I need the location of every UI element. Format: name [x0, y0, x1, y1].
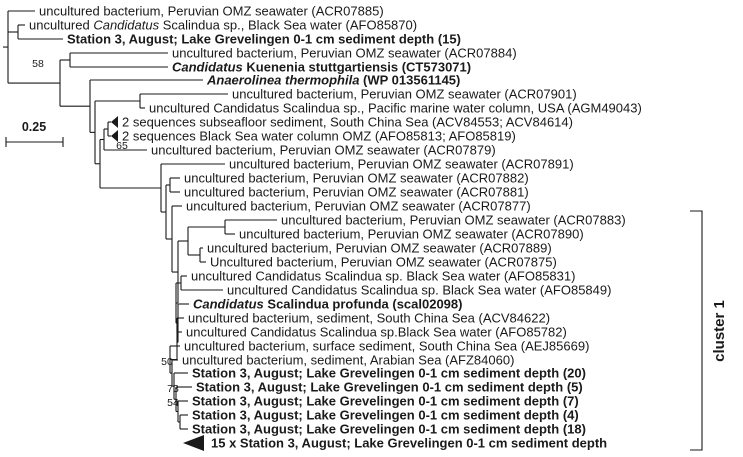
- collapsed-clade-triangle: [183, 435, 204, 451]
- leaf-label: uncultured Candidatus Scalindua sp. Blac…: [227, 283, 611, 298]
- leaf-label-part: Candidatus: [172, 60, 243, 75]
- leaf-label-part: uncultured bacterium, sediment, Arabian …: [182, 353, 514, 368]
- leaf-label: Candidatus Scalindua profunda (scal02098…: [193, 297, 462, 312]
- leaf-label-part: Station 3, August; Lake Grevelingen 0-1 …: [192, 366, 586, 381]
- leaf-label-part: uncultured bacterium, Peruvian OMZ seawa…: [151, 143, 496, 158]
- leaf-label: uncultured bacterium, Peruvian OMZ seawa…: [184, 171, 529, 186]
- leaf-label: uncultured bacterium, Peruvian OMZ seawa…: [229, 157, 574, 172]
- leaf-label: uncultured bacterium, Peruvian OMZ seawa…: [207, 241, 552, 256]
- bootstrap-73: 73: [167, 383, 179, 395]
- bootstrap-65: 65: [116, 140, 128, 152]
- leaf-label-part: Candidatus: [93, 18, 159, 33]
- leaf-label: Station 3, August; Lake Grevelingen 0-1 …: [196, 380, 583, 395]
- leaf-label: 2 sequences Black Sea water column OMZ (…: [122, 129, 516, 144]
- tree-leaf-labels: uncultured bacterium, Peruvian OMZ seawa…: [29, 4, 642, 451]
- leaf-label-part: Anaerolinea thermophila: [206, 73, 359, 88]
- leaf-label-part: uncultured bacterium, Peruvian OMZ seawa…: [184, 185, 529, 200]
- leaf-label-part: uncultured: [29, 18, 93, 33]
- leaf-label-part: Scalindua sp., Black Sea water (AFO85870…: [159, 18, 417, 33]
- leaf-label-part: uncultured bacterium, Peruvian OMZ seawa…: [186, 199, 531, 214]
- leaf-label: Anaerolinea thermophila (WP 013561145): [206, 73, 460, 88]
- leaf-label-part: uncultured bacterium, Peruvian OMZ seawa…: [281, 213, 626, 228]
- collapsed-clade-triangle: [111, 130, 118, 142]
- leaf-label: Candidatus Kuenenia stuttgartiensis (CT5…: [172, 60, 471, 75]
- cluster-label: cluster 1: [711, 300, 728, 362]
- leaf-label: Uncultured bacterium, Peruvian OMZ seawa…: [210, 255, 557, 270]
- leaf-label-part: uncultured bacterium, Peruvian OMZ seawa…: [207, 241, 552, 256]
- leaf-label: uncultured bacterium, Peruvian OMZ seawa…: [172, 46, 517, 61]
- leaf-label: uncultured bacterium, surface sediment, …: [184, 339, 589, 354]
- leaf-label: Station 3, August; Lake Grevelingen 0-1 …: [192, 408, 579, 423]
- leaf-label-part: Scalindua profunda (scal02098): [264, 297, 463, 312]
- leaf-label-part: uncultured bacterium, Peruvian OMZ seawa…: [39, 4, 384, 19]
- leaf-label: uncultured Candidatus Scalindua sp. Blac…: [191, 269, 575, 284]
- leaf-label: 15 x Station 3, August; Lake Grevelingen…: [211, 436, 607, 451]
- leaf-label: uncultured bacterium, Peruvian OMZ seawa…: [184, 185, 529, 200]
- leaf-label-part: uncultured Candidatus Scalindua sp., Pac…: [149, 101, 642, 116]
- leaf-label: uncultured bacterium, Peruvian OMZ seawa…: [281, 213, 626, 228]
- bootstrap-58: 58: [32, 58, 44, 70]
- leaf-label: uncultured Candidatus Scalindua sp., Bla…: [29, 18, 417, 33]
- leaf-label-part: Kuenenia stuttgartiensis (CT573071): [243, 60, 471, 75]
- leaf-label: uncultured bacterium, Peruvian OMZ seawa…: [151, 143, 496, 158]
- leaf-label-part: uncultured bacterium, Peruvian OMZ seawa…: [184, 171, 529, 186]
- leaf-label-part: uncultured bacterium, Peruvian OMZ seawa…: [172, 46, 517, 61]
- leaf-label: uncultured Candidatus Scalindua sp.Black…: [186, 325, 567, 340]
- leaf-label-part: (WP 013561145): [359, 73, 460, 88]
- leaf-label: uncultured bacterium, Peruvian OMZ seawa…: [39, 4, 384, 19]
- leaf-label: uncultured bacterium, Peruvian OMZ seawa…: [239, 227, 584, 242]
- leaf-label-part: Candidatus: [193, 297, 264, 312]
- leaf-label-part: Station 3, August; Lake Grevelingen 0-1 …: [196, 380, 583, 395]
- leaf-label: uncultured Candidatus Scalindua sp., Pac…: [149, 101, 642, 116]
- cluster-bracket: cluster 1: [690, 210, 728, 451]
- leaf-label-part: Uncultured bacterium, Peruvian OMZ seawa…: [210, 255, 557, 270]
- leaf-label-part: 2 sequences subseafloor sediment, South …: [122, 115, 573, 130]
- leaf-label-part: uncultured Candidatus Scalindua sp.Black…: [186, 325, 567, 340]
- leaf-label: uncultured bacterium, Peruvian OMZ seawa…: [232, 87, 577, 102]
- leaf-label: uncultured bacterium, Peruvian OMZ seawa…: [186, 199, 531, 214]
- tree-branches: [3, 10, 277, 430]
- leaf-label-part: 15 x Station 3, August; Lake Grevelingen…: [211, 436, 607, 451]
- leaf-label: 2 sequences subseafloor sediment, South …: [122, 115, 573, 130]
- leaf-label-part: uncultured bacterium, Peruvian OMZ seawa…: [239, 227, 584, 242]
- leaf-label-part: uncultured bacterium, surface sediment, …: [184, 339, 589, 354]
- leaf-label: Station 3, August; Lake Grevelingen 0-1 …: [67, 32, 461, 47]
- leaf-label-part: uncultured bacterium, Peruvian OMZ seawa…: [229, 157, 574, 172]
- scale-bar: 0.25: [5, 120, 64, 147]
- bootstrap-54: 54: [167, 397, 179, 409]
- leaf-label-part: Station 3, August; Lake Grevelingen 0-1 …: [67, 32, 461, 47]
- leaf-label: Station 3, August; Lake Grevelingen 0-1 …: [192, 366, 586, 381]
- leaf-label-part: 2 sequences Black Sea water column OMZ (…: [122, 129, 516, 144]
- leaf-label-part: uncultured bacterium, sediment, South Ch…: [188, 311, 550, 326]
- leaf-label-part: Station 3, August; Lake Grevelingen 0-1 …: [192, 394, 579, 409]
- leaf-label-part: uncultured Candidatus Scalindua sp. Blac…: [227, 283, 611, 298]
- leaf-label-part: uncultured Candidatus Scalindua sp. Blac…: [191, 269, 575, 284]
- leaf-label-part: uncultured bacterium, Peruvian OMZ seawa…: [232, 87, 577, 102]
- bootstrap-50: 50: [161, 356, 173, 368]
- leaf-label-part: Station 3, August; Lake Grevelingen 0-1 …: [192, 422, 586, 437]
- collapsed-clade-triangle: [111, 116, 118, 128]
- scale-bar-label: 0.25: [22, 120, 46, 134]
- leaf-label: Station 3, August; Lake Grevelingen 0-1 …: [192, 394, 579, 409]
- leaf-label: uncultured bacterium, sediment, Arabian …: [182, 353, 514, 368]
- leaf-label: Station 3, August; Lake Grevelingen 0-1 …: [192, 422, 586, 437]
- leaf-label: uncultured bacterium, sediment, South Ch…: [188, 311, 550, 326]
- leaf-label-part: Station 3, August; Lake Grevelingen 0-1 …: [192, 408, 579, 423]
